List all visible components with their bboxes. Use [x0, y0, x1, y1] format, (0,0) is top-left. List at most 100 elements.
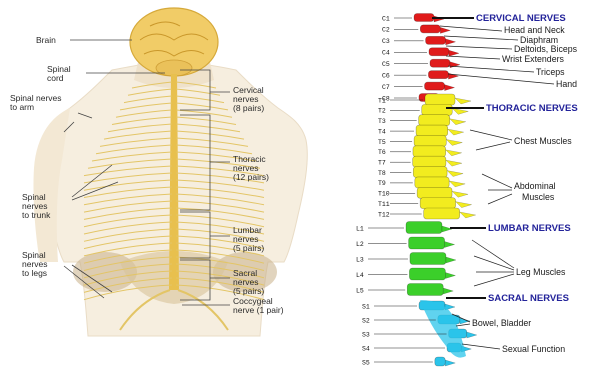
- vertebra-t8: [413, 167, 447, 178]
- vertebra-t10: [417, 187, 452, 198]
- spinous-process: [447, 171, 463, 177]
- level-label-t9: T9: [378, 180, 386, 187]
- spinous-process: [455, 98, 471, 104]
- label-spinal-cord: Spinal cord: [47, 64, 73, 83]
- level-label-s3: S3: [362, 331, 370, 338]
- vertebra-t4: [416, 125, 448, 136]
- label-nerves-to-trunk: Spinal nerves to trunk: [22, 192, 51, 220]
- spinous-process: [450, 119, 466, 125]
- vertebra-t2: [422, 104, 453, 115]
- function-bowel-bladder: Bowel, Bladder: [472, 318, 531, 328]
- spinous-process: [445, 273, 455, 279]
- vertebral-column: [406, 14, 477, 367]
- vertebra-l2: [409, 237, 445, 249]
- heading-lumbar-nerves: LUMBAR NERVES: [488, 223, 571, 234]
- level-label-s1: S1: [362, 303, 370, 310]
- level-label-l2: L2: [356, 241, 364, 248]
- level-label-t1: T1: [378, 97, 386, 104]
- function-wrist-extenders: Wrist Extenders: [502, 54, 565, 64]
- vertebra-t6: [413, 146, 446, 157]
- vertebra-t3: [419, 115, 450, 126]
- spinous-process: [446, 257, 456, 263]
- level-label-c2: C2: [382, 27, 390, 34]
- spinous-process: [452, 191, 468, 197]
- level-label-t10: T10: [378, 191, 390, 198]
- function-hand: Hand: [556, 79, 577, 89]
- vertebra-t11: [420, 198, 455, 209]
- spinous-process: [445, 360, 455, 366]
- level-label-t8: T8: [378, 170, 386, 177]
- heading-thoracic-nerves: THORACIC NERVES: [486, 103, 578, 114]
- level-label-t5: T5: [378, 139, 386, 146]
- level-label-t4: T4: [378, 128, 386, 135]
- vertebra-t1: [425, 94, 455, 105]
- vertebra-c6: [428, 71, 448, 79]
- level-label-t6: T6: [378, 149, 386, 156]
- vertebra-c2: [420, 25, 440, 33]
- level-label-l4: L4: [356, 272, 364, 279]
- level-label-l1: L1: [356, 225, 364, 232]
- vertebra-l3: [410, 253, 446, 265]
- function-leg-muscles: Leg Muscles: [516, 267, 566, 277]
- label-nerves-to-arm: Spinal nerves to arm: [10, 93, 64, 112]
- heading-sacral-nerves: SACRAL NERVES: [488, 293, 569, 304]
- spinous-process: [449, 181, 465, 187]
- cerebellum: [156, 60, 192, 76]
- vertebra-t5: [414, 135, 446, 146]
- spinous-process: [446, 39, 456, 45]
- vertebra-t7: [413, 156, 446, 167]
- vertebra-t12: [424, 208, 460, 219]
- level-label-c3: C3: [382, 38, 390, 45]
- level-label-l3: L3: [356, 256, 364, 263]
- vertebra-c4: [429, 48, 449, 56]
- function-deltoids-biceps: Deltoids, Biceps: [514, 44, 578, 54]
- level-label-c5: C5: [382, 61, 390, 68]
- level-label-t3: T3: [378, 118, 386, 125]
- level-label-c4: C4: [382, 50, 390, 57]
- label-lumbar-nerves: Lumbar nerves (5 pairs): [233, 225, 264, 253]
- vertebra-c5: [430, 59, 450, 67]
- spinous-process: [445, 85, 455, 91]
- spinous-process: [445, 242, 455, 248]
- vertebra-c7: [425, 82, 445, 90]
- level-label-l5: L5: [356, 287, 364, 294]
- vertebra-t9: [415, 177, 449, 188]
- level-label-s4: S4: [362, 345, 370, 352]
- label-coccygeal-nerve: Coccygeal nerve (1 pair): [233, 296, 284, 315]
- vertebra-c1: [414, 14, 434, 22]
- spinous-process: [440, 27, 450, 33]
- level-label-t7: T7: [378, 159, 386, 166]
- vertebra-l4: [409, 268, 445, 280]
- level-label-t11: T11: [378, 201, 390, 208]
- spinous-process: [452, 108, 468, 114]
- spinous-process: [446, 150, 462, 156]
- spinous-process: [460, 212, 476, 218]
- heading-cervical-nerves: CERVICAL NERVES: [476, 13, 566, 24]
- function-chest-muscles: Chest Muscles: [514, 136, 572, 146]
- function-triceps: Triceps: [536, 67, 565, 77]
- level-label-c7: C7: [382, 84, 390, 91]
- level-label-s2: S2: [362, 317, 370, 324]
- vertebra-s5: [435, 357, 445, 366]
- level-label-t2: T2: [378, 108, 386, 115]
- function-sexual: Sexual Function: [502, 344, 565, 354]
- right-panel: C1C2C3C4C5C6C7C8T1T2T3T4T5T6T7T8T9T10T11…: [356, 13, 578, 366]
- spinous-process: [448, 129, 464, 135]
- spinous-process: [449, 50, 459, 56]
- spinous-process: [467, 332, 477, 338]
- level-label-c1: C1: [382, 15, 390, 22]
- function-abdominal-muscles: Abdominal Muscles: [514, 181, 558, 202]
- label-brain: Brain: [36, 35, 56, 45]
- vertebra-c3: [426, 36, 446, 44]
- level-label-c6: C6: [382, 72, 390, 79]
- label-nerves-to-legs: Spinal nerves to legs: [22, 250, 50, 278]
- function-head-neck: Head and Neck: [504, 25, 565, 35]
- spinous-process: [456, 202, 472, 208]
- spinous-process: [446, 160, 462, 166]
- spinous-process: [446, 139, 462, 145]
- left-panel: Brain Spinal cord Spinal nerves to arm S…: [10, 8, 307, 336]
- level-label-t12: T12: [378, 211, 390, 218]
- vertebra-l1: [406, 222, 442, 234]
- spinous-process: [443, 288, 453, 294]
